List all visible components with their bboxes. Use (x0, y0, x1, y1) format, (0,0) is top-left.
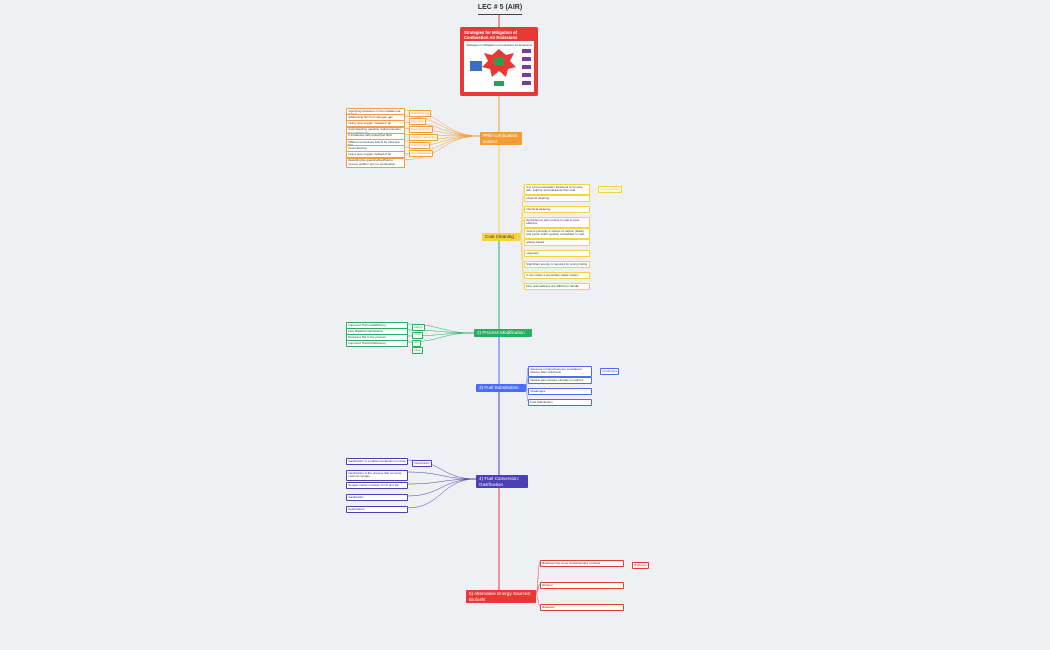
leaf-node[interactable]: It is a pre-combustion treatment to remo… (524, 184, 591, 195)
connector-line (519, 218, 525, 238)
connector-line (535, 583, 541, 595)
leaf-node[interactable]: Biodiesel has some characteristics of di… (540, 560, 625, 567)
central-topic-card[interactable]: Strategies for Mitigation of Combustion … (460, 27, 538, 96)
leaf-node[interactable]: Fuel Substitution (528, 399, 593, 406)
connector-line (406, 478, 477, 509)
connector-line (535, 593, 541, 607)
connector-line (406, 478, 477, 485)
leaf-node[interactable]: Reduction of ash content in coal is most… (524, 217, 591, 228)
branch-tag[interactable]: Coal Control (409, 142, 431, 150)
branch-tag[interactable]: CO2 (412, 331, 423, 339)
leaf-node[interactable]: Improved Thermal Efficiency (346, 340, 409, 347)
card-inner-title: Strategies for Mitigation of Combustion … (466, 43, 532, 47)
leaf-node[interactable]: Natural gas contains virtually no sulphu… (528, 377, 593, 384)
card-title: Strategies for Mitigation of Combustion … (464, 30, 518, 40)
branch-tag[interactable]: Coal Refining (409, 110, 432, 117)
topic-coal-cleaning[interactable]: Coal Cleaning (482, 233, 520, 241)
leaf-node[interactable]: Ethanol (540, 582, 625, 589)
connector-line (535, 561, 541, 595)
title-underline (478, 14, 522, 15)
connector-line (403, 135, 481, 160)
branch-tag[interactable]: Biodiesel (632, 562, 649, 569)
topic-fuel-conversion-gasification[interactable]: 4) Fuel Conversion: Gasification (476, 475, 528, 489)
leaf-node[interactable]: Significant energy is required for coal … (524, 261, 591, 268)
leaf-node[interactable]: Gasification is a partial combustion pro… (346, 458, 409, 465)
branch-tag[interactable]: Gasification (412, 460, 433, 467)
card-diagram-icon (470, 49, 531, 86)
leaf-node[interactable]: Gaseous or liquid fuels are considered c… (528, 366, 593, 377)
branch-tag[interactable]: Flame (412, 324, 425, 331)
connector-line (406, 478, 477, 497)
leaf-node[interactable]: Challenges (528, 388, 593, 395)
topic-alternative-energy-biofuels[interactable]: 5) Alternative Energy Sources: Biofuels (466, 590, 536, 604)
leaf-node[interactable]: chemical cleaning (524, 206, 591, 213)
leaf-node[interactable]: Gasification is the process that convert… (346, 470, 409, 481)
topic-process-modification[interactable]: 2) Process Modification (474, 329, 532, 337)
leaf-node[interactable]: Syngas mainly consists of CO and H2 (346, 482, 409, 489)
card-diagram-image: Strategies for Mitigation of Combustion … (464, 41, 534, 92)
leaf-node[interactable]: physical cleaning (524, 195, 591, 202)
connector-line (519, 229, 525, 238)
connector-line (525, 387, 529, 402)
branch-tag[interactable]: Pre-Treatment (409, 150, 433, 158)
branch-tag[interactable]: NO (412, 339, 421, 347)
branch-tag[interactable]: Disadvantages (598, 186, 623, 193)
connector-line (519, 236, 525, 286)
topic-fuel-substitution[interactable]: 3) Fuel Substitution (476, 384, 526, 392)
branch-tag[interactable]: Oxidizer Switching (409, 134, 439, 142)
branch-tag[interactable]: Flue Gas (409, 118, 426, 126)
topic-pre-combustion-control[interactable]: PRE-combustion control (480, 132, 522, 146)
connector-line (525, 378, 529, 389)
branch-tag[interactable]: Heat (412, 347, 423, 355)
leaf-node[interactable]: Fine coal particles are difficult to han… (524, 283, 591, 290)
leaf-node[interactable]: Coal is primarily a mixture of carbon (b… (524, 228, 591, 239)
leaf-node[interactable]: Applications (346, 506, 409, 513)
leaf-node[interactable]: Biodiesel (540, 604, 625, 611)
leaf-node[interactable]: It can create a secondary waste stream (524, 272, 591, 279)
connector-line (406, 471, 477, 480)
mind-map-title: LEC # 5 (AIR) (477, 4, 523, 11)
leaf-node[interactable]: magnetic (524, 250, 591, 257)
leaf-node[interactable]: gravity-based (524, 239, 591, 246)
leaf-node[interactable]: Desulphurize gasoline/fuel/fluid to remo… (346, 157, 406, 169)
leaf-node[interactable]: Gasification (346, 494, 409, 501)
branch-tag[interactable]: Fuel Switching (409, 126, 433, 134)
branch-tag[interactable]: Challenges (600, 368, 620, 375)
